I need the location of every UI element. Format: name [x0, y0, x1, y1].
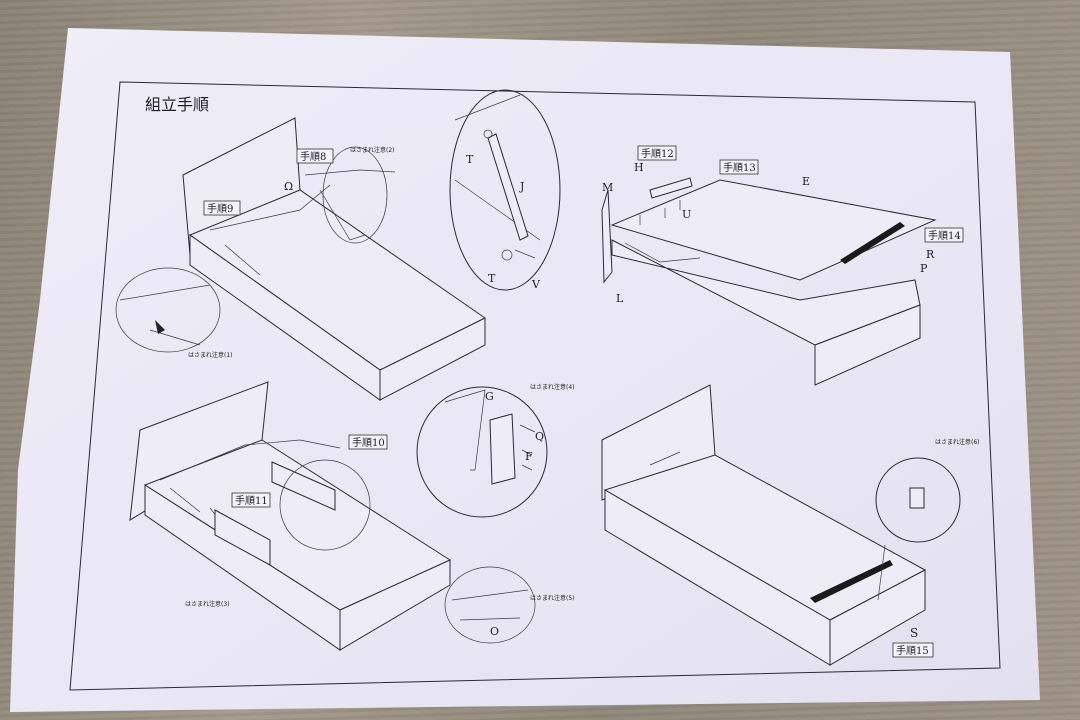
part-E-label: E	[802, 175, 810, 188]
sheet-border	[69, 81, 1001, 691]
step-8-label: 手順8	[300, 150, 326, 163]
diagram-step-12-14	[601, 177, 937, 386]
diagram-bracket-detail	[416, 386, 548, 518]
step-12-label: 手順12	[641, 147, 674, 160]
caution-2-label: はさまれ注意(2)	[350, 146, 395, 154]
caution-6-label: はさまれ注意(6)	[935, 438, 980, 446]
diagram-step-10-11	[129, 381, 536, 651]
caution-4-label: はさまれ注意(4)	[530, 383, 575, 391]
page-title: 組立手順	[145, 95, 209, 114]
step-10-label: 手順10	[352, 436, 385, 449]
diagram-step-15	[601, 384, 961, 666]
part-S-label: S	[910, 626, 918, 640]
part-H-label: H	[634, 161, 644, 174]
part-Q-label: Q	[535, 430, 544, 443]
step-15-label: 手順15	[896, 644, 929, 657]
caution-5-label: はさまれ注意(5)	[530, 594, 575, 602]
part-T2-label: T	[488, 272, 496, 285]
part-L-label: L	[616, 292, 624, 305]
step-9-label: 手順9	[207, 202, 233, 215]
part-U-label: U	[682, 208, 691, 221]
part-V-label: V	[531, 278, 541, 291]
step-11-label: 手順11	[235, 494, 268, 507]
diagram-step-8-9	[115, 117, 486, 401]
step-13-label: 手順13	[723, 161, 756, 174]
part-O-label: O	[490, 625, 499, 638]
caution-1-label: はさまれ注意(1)	[188, 351, 233, 359]
caution-3-label: はさまれ注意(3)	[185, 600, 230, 608]
part-omega-label: Ω	[284, 180, 293, 193]
part-T1-label: T	[466, 153, 474, 166]
part-P-label: P	[920, 262, 928, 275]
part-R-label: R	[926, 248, 935, 261]
diagram-gas-strut-detail	[449, 89, 561, 291]
step-14-label: 手順14	[928, 229, 961, 242]
part-M-label: M	[602, 181, 613, 194]
part-J-label: J	[519, 180, 524, 193]
part-G-label: G	[485, 390, 494, 403]
part-F-label: F	[525, 450, 533, 463]
